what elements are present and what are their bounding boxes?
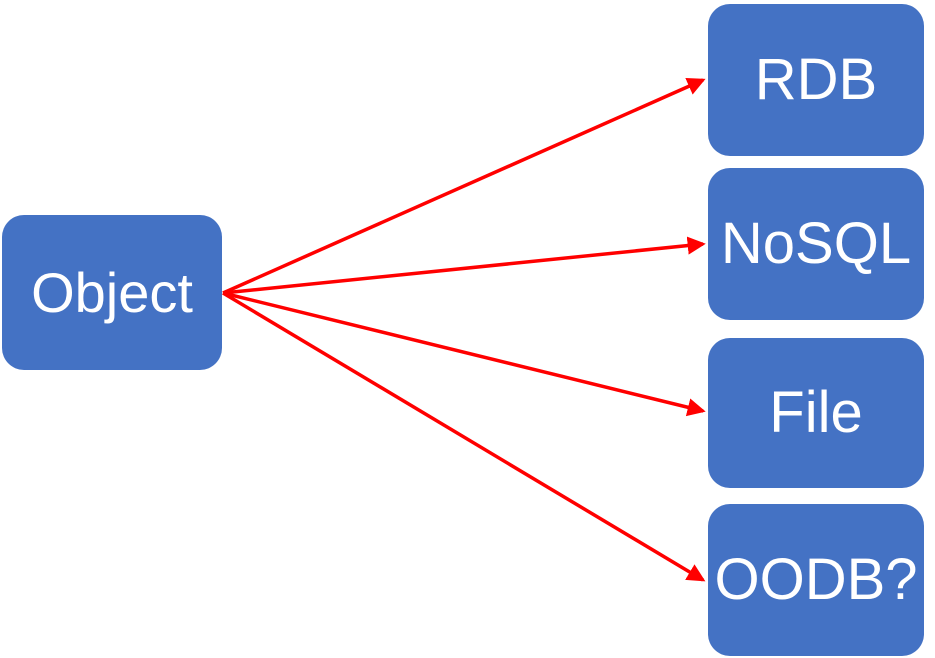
node-file-label: File [769, 380, 863, 445]
node-rdb-label: RDB [754, 47, 878, 112]
node-oodb-label: OODB? [714, 547, 918, 612]
node-object[interactable]: Object [2, 215, 222, 370]
edge-object-nosql [222, 236, 706, 295]
node-nosql[interactable]: NoSQL [708, 168, 924, 320]
node-oodb[interactable]: OODB? [708, 504, 924, 656]
node-file[interactable]: File [708, 338, 924, 488]
edge-object-rdb [222, 77, 706, 295]
edge-object-file [222, 291, 706, 417]
node-object-label: Object [31, 260, 193, 324]
node-rdb[interactable]: RDB [708, 4, 924, 156]
node-nosql-label: NoSQL [720, 211, 912, 276]
edges-group [222, 77, 706, 582]
edge-object-oodb [222, 291, 706, 582]
